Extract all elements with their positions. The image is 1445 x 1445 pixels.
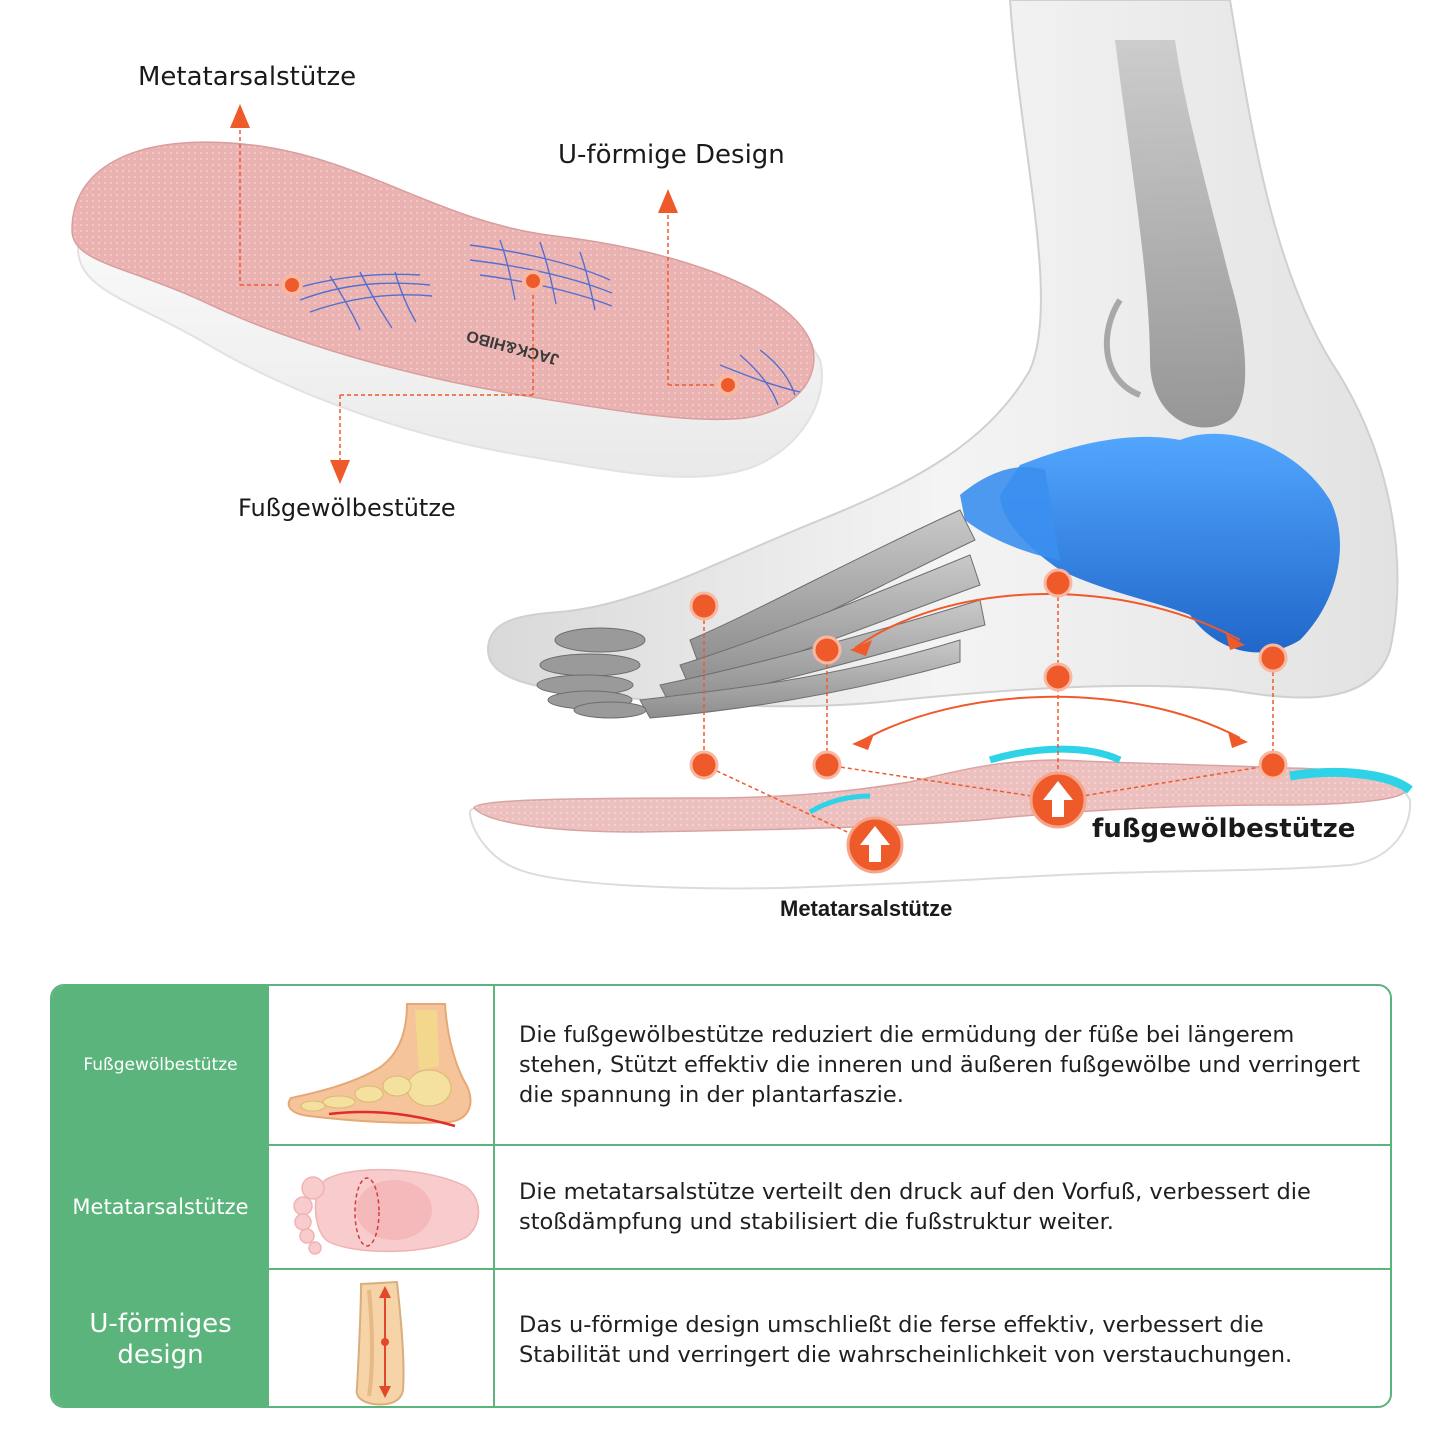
heel-cup-illustration (269, 1270, 495, 1406)
arch-callout-top: Fußgewölbestütze (238, 494, 456, 522)
table-row: Metatarsalstütze Die metatarsalstütze ve… (52, 1144, 1390, 1268)
row-description-u-design: Das u-förmige design umschließt die fers… (519, 1312, 1293, 1368)
row-label-arch: Fußgewölbestütze (52, 986, 269, 1144)
metatarsal-callout-right: Metatarsalstütze (780, 896, 953, 921)
foot-arch-illustration (269, 986, 495, 1144)
table-row: U-förmiges design Das u-förmige design u… (52, 1268, 1390, 1406)
foot-skeleton-illustration (468, 0, 1413, 890)
insole-illustration: JACK&HIBO (71, 104, 823, 484)
u-design-callout: U-förmige Design (558, 140, 785, 170)
row-description-arch: Die fußgewölbestütze reduziert die ermüd… (519, 1022, 1361, 1108)
arch-callout-right: fußgewölbestütze (1092, 814, 1356, 844)
forefoot-sole-illustration (269, 1146, 495, 1268)
row-label-u-design: U-förmiges design (52, 1270, 269, 1406)
row-label-metatarsal: Metatarsalstütze (52, 1146, 269, 1268)
row-description-metatarsal: Die metatarsalstütze verteilt den druck … (519, 1179, 1311, 1235)
metatarsal-callout-top: Metatarsalstütze (138, 62, 357, 92)
table-row: Fußgewölbestütze Die fußgewölbestütze re… (52, 986, 1390, 1144)
features-table: Fußgewölbestütze Die fußgewölbestütze re… (50, 984, 1392, 1408)
